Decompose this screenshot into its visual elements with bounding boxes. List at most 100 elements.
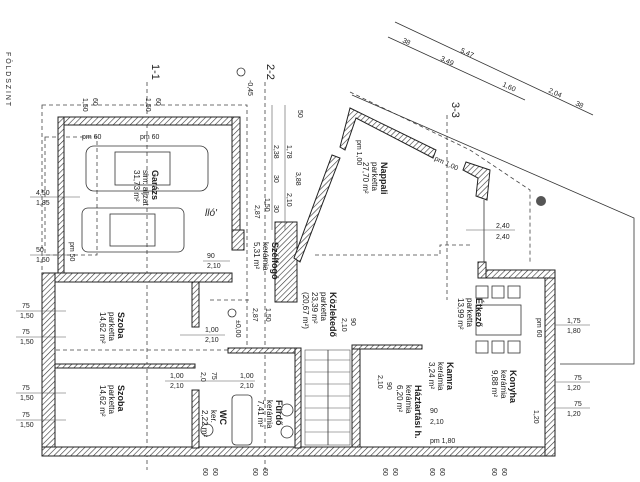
section-marker-3-3: 3-3 [449,102,461,118]
svg-text:90: 90 [349,318,356,326]
garage-window-dimensions: 60 1,50 60 1,50 [81,98,161,112]
svg-text:90: 90 [385,382,392,390]
room-label-haztartasi: Háztartási h. kerámia 6,20 m² [395,385,423,439]
svg-text:kerámia: kerámia [404,385,413,414]
svg-text:parketta: parketta [107,385,116,414]
bottom-dimensions: 60 60 60 60 60 60 60 60 60 60 [201,468,507,476]
svg-text:1,50: 1,50 [263,198,270,212]
svg-text:90: 90 [430,408,438,415]
svg-text:30: 30 [272,205,279,213]
svg-text:13,99 m²: 13,99 m² [456,298,465,330]
svg-text:2,10: 2,10 [207,263,221,270]
svg-text:60: 60 [391,468,398,476]
svg-text:2,10: 2,10 [340,318,347,332]
svg-text:Garázs: Garázs [150,170,160,200]
svg-text:2,10: 2,10 [170,383,184,390]
svg-text:pm 60: pm 60 [140,134,160,141]
svg-text:sim. aljzat: sim. aljzat [141,170,150,206]
svg-text:pm 1,80: pm 1,80 [430,438,455,445]
svg-text:1,00: 1,00 [240,373,254,380]
svg-text:(20,67 m²): (20,67 m²) [301,292,310,329]
svg-text:60: 60 [500,468,507,476]
door-dimensions: 90 2,10 1,00 2,10 1,00 2,10 1,00 2,10 90… [165,253,444,426]
svg-text:2,10: 2,10 [205,337,219,344]
svg-text:1,80: 1,80 [567,328,581,335]
svg-text:pm 50: pm 50 [68,242,75,262]
svg-text:pm 60: pm 60 [535,318,542,338]
room-label-garage: Garázs sim. aljzat 31,73 m² [132,170,160,206]
svg-text:Szoba: Szoba [116,312,126,339]
svg-text:6,20 m²: 6,20 m² [395,385,404,412]
svg-text:60: 60 [381,468,388,476]
vertical-dimensions: 2,38 1,78 30 3,88 2,10 30 1,50 2,87 50 2… [199,105,539,424]
svg-text:60: 60 [438,468,445,476]
svg-text:Étkező: Étkező [474,298,484,328]
svg-text:75: 75 [22,329,30,336]
svg-text:9,88 m²: 9,88 m² [490,370,499,397]
room-label-furdo: Fürdő kerámia 7,41 m² [256,400,284,429]
sink [280,403,294,417]
svg-text:1,50: 1,50 [264,308,271,322]
svg-text:2,40: 2,40 [496,234,510,241]
svg-text:Fürdő: Fürdő [274,400,284,426]
svg-text:parketta: parketta [319,292,328,321]
svg-text:2,40: 2,40 [496,223,510,230]
right-dimensions: 2,40 2,40 1,75 1,80 75 1,20 75 1,20 [466,223,590,418]
svg-text:kerámia: kerámia [261,242,270,271]
svg-text:23,39 m²: 23,39 m² [310,292,319,324]
room-label-kozlekedo: Közlekedő parketta 23,39 m² (20,67 m²) [301,292,338,338]
svg-text:2,04: 2,04 [547,87,562,99]
svg-text:4,50: 4,50 [36,190,50,197]
svg-text:2,10: 2,10 [430,419,444,426]
top-dimension-chain: 5,47 38 3,49 1,60 2,04 38 [387,21,594,116]
svg-text:60: 60 [251,468,258,476]
site-outlines [41,82,635,470]
svg-text:5,31 m²: 5,31 m² [252,242,261,269]
svg-text:7,41 m²: 7,41 m² [256,400,265,427]
svg-text:1,50: 1,50 [36,257,50,264]
svg-text:1,50: 1,50 [144,98,151,112]
svg-text:50: 50 [36,247,44,254]
svg-text:parketta: parketta [465,298,474,327]
svg-text:1,50: 1,50 [20,339,34,346]
svg-text:1,00: 1,00 [170,373,184,380]
svg-text:1,50: 1,50 [81,98,88,112]
room-label-szoba-2: Szoba parketta 14,62 m² [98,385,126,417]
svg-text:38: 38 [401,37,411,47]
svg-text:Közlekedő: Közlekedő [328,292,338,338]
svg-text:75: 75 [22,385,30,392]
level-marker: ±0,00 [227,308,241,338]
svg-text:1,50: 1,50 [20,313,34,320]
svg-text:3,24 m²: 3,24 m² [427,362,436,389]
svg-text:kerámia: kerámia [499,370,508,399]
walls [41,107,556,457]
svg-text:2,0: 2,0 [199,372,206,382]
svg-text:1,60: 1,60 [501,81,516,93]
svg-text:1,50: 1,50 [20,422,34,429]
svg-text:pm 1,00: pm 1,00 [355,140,362,165]
svg-text:pm 1,00: pm 1,00 [433,155,459,172]
side-note: F Ö L D S Z I N T [4,52,12,107]
svg-text:60: 60 [490,468,497,476]
svg-text:14,62 m²: 14,62 m² [98,385,107,417]
toilet [200,423,214,437]
svg-text:60: 60 [154,98,161,106]
svg-text:Háztartási h.: Háztartási h. [413,385,423,439]
section-marker-2-2: 2-2 [264,64,276,80]
svg-text:1,78: 1,78 [285,145,292,159]
svg-text:Szoba: Szoba [116,385,126,412]
svg-text:1,50: 1,50 [20,395,34,402]
svg-text:60: 60 [91,98,98,106]
svg-text:60: 60 [261,468,268,476]
svg-text:31,73 m²: 31,73 m² [132,170,141,202]
svg-text:parketta: parketta [107,312,116,341]
svg-text:60: 60 [428,468,435,476]
svg-text:Konyha: Konyha [508,370,518,404]
svg-text:2,10: 2,10 [285,193,292,207]
room-label-konyha: Konyha kerámia 9,88 m² [490,370,518,404]
sink [280,425,294,439]
svg-text:14,62 m²: 14,62 m² [98,312,107,344]
svg-text:1,75: 1,75 [567,318,581,325]
svg-text:60: 60 [211,468,218,476]
svg-text:30: 30 [272,175,279,183]
